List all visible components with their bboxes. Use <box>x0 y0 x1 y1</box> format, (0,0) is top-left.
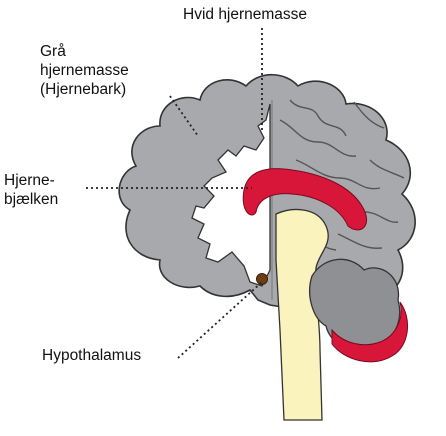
label-corpus-callosum: Hjerne- bjælken <box>4 171 58 209</box>
label-corpus-callosum-line2: bjælken <box>4 190 58 209</box>
label-gray-matter: Grå hjernemasse (Hjernebark) <box>40 42 129 99</box>
label-gray-matter-line1: Grå <box>40 42 129 61</box>
label-gray-matter-line3: (Hjernebark) <box>40 80 129 99</box>
label-white-matter: Hvid hjernemasse <box>183 5 307 24</box>
cerebellum <box>310 259 400 349</box>
label-corpus-callosum-line1: Hjerne- <box>4 171 58 190</box>
label-gray-matter-line2: hjernemasse <box>40 61 129 80</box>
label-hypothalamus: Hypothalamus <box>42 346 141 365</box>
hypothalamus-dot <box>257 274 268 285</box>
